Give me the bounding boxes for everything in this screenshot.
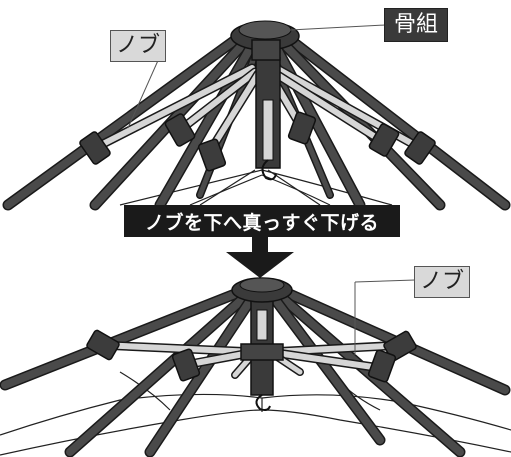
top-illustration — [2, 20, 511, 211]
frame-hub-bottom — [231, 277, 293, 303]
frame-label: 骨組 — [384, 8, 448, 42]
bottom-illustration — [0, 277, 511, 457]
frame-hub-top — [230, 20, 300, 61]
center-knob-top — [255, 57, 281, 181]
center-knob-bottom — [240, 299, 284, 411]
instruction-banner: ノブを下へ真っすぐ下げる — [124, 205, 400, 237]
leader-line-frame — [289, 24, 386, 31]
leader-line-knob-bottom-b — [354, 279, 416, 283]
knob-label-bottom: ノブ — [414, 266, 470, 298]
leader-line-knob-top — [127, 55, 161, 129]
down-arrow — [226, 237, 294, 278]
knob-label-top: ノブ — [110, 30, 166, 62]
